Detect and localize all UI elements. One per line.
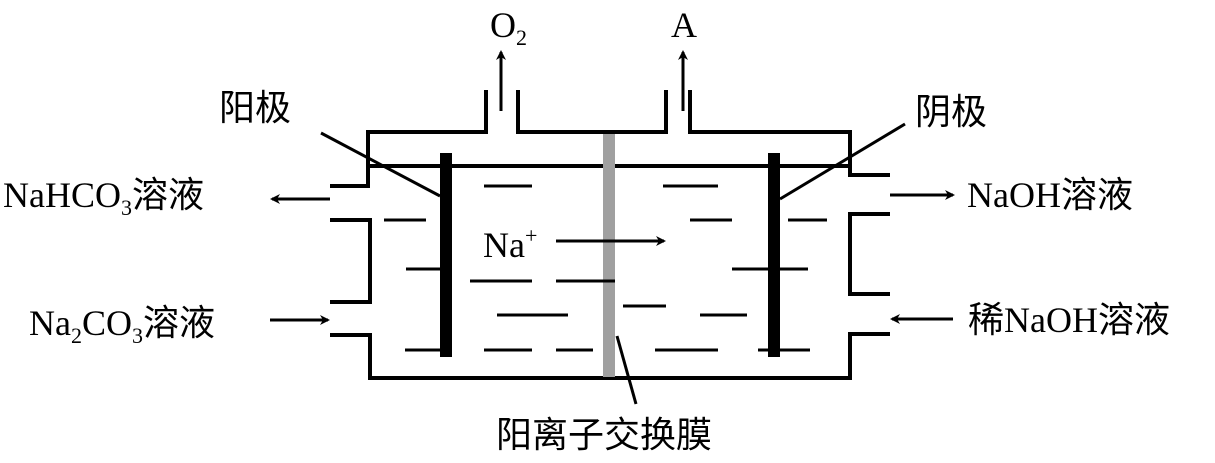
naoh-solution-label: NaOH溶液	[967, 175, 1133, 216]
anode-electrode	[440, 153, 452, 357]
o2-label: O2	[490, 5, 527, 50]
cathode-electrode	[768, 153, 780, 357]
membrane-label: 阳离子交换膜	[496, 415, 712, 456]
vessel-top-right	[688, 90, 890, 177]
vessel-right-middle	[848, 212, 890, 296]
cathode-label: 阴极	[915, 92, 987, 133]
vessel-left-middle	[330, 218, 372, 304]
membrane-leader-line	[615, 335, 638, 405]
vessel-bottom	[330, 332, 890, 380]
gas-a-label: A	[671, 5, 697, 45]
vessel-outline	[330, 90, 890, 380]
cathode-leader-line	[779, 122, 906, 201]
cation-exchange-membrane	[603, 134, 615, 377]
nahco3-solution-label: NaHCO3溶液	[3, 175, 204, 220]
na2co3-solution-label: Na2CO3溶液	[29, 303, 215, 348]
dilute-naoh-solution-label: 稀NaOH溶液	[968, 300, 1170, 341]
sodium-ion-label: Na+	[483, 223, 537, 265]
anode-label: 阳极	[219, 88, 291, 129]
liquid-dashes	[384, 184, 827, 352]
vessel-top-left	[330, 90, 488, 188]
anode-leader-line	[320, 131, 441, 198]
vessel-top-middle	[516, 90, 668, 134]
